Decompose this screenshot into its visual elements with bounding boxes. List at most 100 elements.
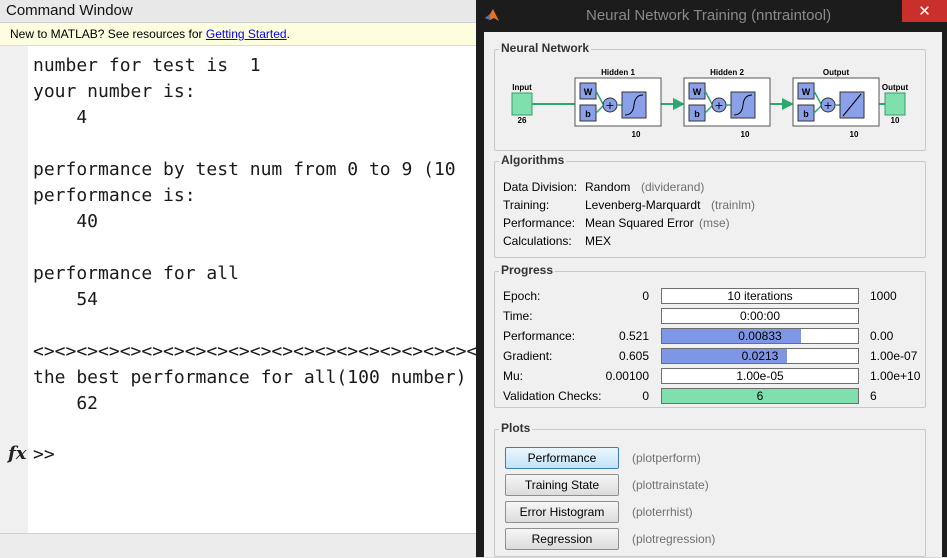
layer-size: 10: [741, 130, 750, 139]
nntraintool-titlebar: Neural Network Training (nntraintool) ✕: [476, 0, 947, 32]
output-line: 4: [33, 107, 88, 128]
output-label: Output: [882, 83, 909, 92]
output-line: performance by test num from 0 to 9 (10: [33, 159, 456, 180]
progress-bar: 1.00e-05: [661, 368, 859, 384]
banner-period: .: [286, 27, 290, 41]
svg-text:+: +: [714, 99, 723, 112]
output-line: number for test is 1: [33, 55, 261, 76]
layer-size: 10: [850, 130, 859, 139]
layer-title: Output: [823, 68, 850, 77]
algo-label: Training:: [503, 198, 550, 212]
section-title: Algorithms: [499, 153, 567, 167]
progress-current-value: 0.0213: [741, 349, 779, 363]
algo-value: Random: [585, 180, 631, 194]
algo-value: Mean Squared Error: [585, 216, 694, 230]
layer-title: Hidden 1: [601, 68, 635, 77]
function-browser-icon[interactable]: fx: [8, 443, 27, 464]
plot-function: (plottrainstate): [632, 478, 709, 492]
weight-label: W: [693, 87, 702, 97]
progress-bar: 10 iterations: [661, 288, 859, 304]
algo-function: (dividerand): [641, 180, 705, 194]
progress-current-value: 6: [756, 389, 764, 403]
close-button[interactable]: ✕: [902, 0, 947, 22]
progress-start-value: 0: [642, 389, 649, 403]
algo-label: Calculations:: [503, 234, 572, 248]
hidden-layer-1: Hidden 1 W b + 10: [574, 68, 662, 139]
svg-text:+: +: [823, 99, 832, 112]
neural-network-section: Neural Network Input 26 Hidden 1: [494, 41, 926, 151]
command-window: Command Window New to MATLAB? See resour…: [0, 0, 476, 558]
command-window-titlebar: Command Window: [0, 0, 476, 23]
progress-label: Epoch:: [503, 289, 541, 303]
algorithms-section: Algorithms Data Division: Random (divide…: [494, 153, 926, 258]
section-title: Plots: [499, 421, 533, 435]
progress-current-value: 0:00:00: [739, 309, 781, 323]
progress-bar: 0.0213: [661, 348, 859, 364]
command-output[interactable]: number for test is 1 your number is: 4 p…: [28, 46, 476, 533]
algo-label: Data Division:: [503, 180, 578, 194]
output-line: 54: [33, 289, 99, 310]
algo-label: Performance:: [503, 216, 576, 230]
progress-label: Performance:: [503, 329, 576, 343]
svg-text:+: +: [605, 99, 614, 112]
output-box: [884, 92, 906, 116]
matlab-logo-icon: [485, 9, 499, 21]
layer-size: 10: [632, 130, 641, 139]
output-layer: Output W b + 10: [792, 68, 880, 139]
progress-bar: 6: [661, 388, 859, 404]
progress-bar-fill: [662, 389, 858, 403]
output-line: <><><><><><><><><><><><><><><><><><><><>…: [33, 341, 476, 362]
progress-end-value: 0.00: [870, 329, 894, 343]
command-prompt[interactable]: >>: [33, 444, 55, 465]
progress-bar: 0:00:00: [661, 308, 859, 324]
plot-function: (plotperform): [632, 451, 701, 465]
progress-start-value: 0.00100: [605, 369, 649, 383]
bias-label: b: [585, 109, 591, 119]
section-title: Progress: [499, 263, 556, 277]
algo-value: Levenberg-Marquardt: [585, 198, 701, 212]
plot-function: (ploterrhist): [632, 505, 693, 519]
progress-start-value: 0.605: [618, 349, 649, 363]
plot-performance-button[interactable]: Performance: [505, 447, 619, 469]
algo-function: (mse): [699, 216, 730, 230]
section-title: Neural Network: [499, 41, 592, 55]
progress-current-value: 10 iterations: [727, 289, 793, 303]
output-line: 62: [33, 393, 99, 414]
progress-end-value: 1000: [870, 289, 897, 303]
algo-function: (trainlm): [711, 198, 755, 212]
getting-started-link[interactable]: Getting Started: [205, 27, 287, 41]
command-window-title: Command Window: [6, 2, 133, 19]
bias-label: b: [694, 109, 700, 119]
getting-started-banner: New to MATLAB? See resources for Getting…: [0, 23, 476, 46]
progress-start-value: 0: [642, 289, 649, 303]
output-line: performance for all: [33, 263, 239, 284]
output-line: your number is:: [33, 81, 196, 102]
plot-function: (plotregression): [632, 532, 716, 546]
progress-label: Mu:: [503, 369, 524, 383]
progress-bar-fill: [662, 349, 787, 363]
nntraintool-client: Neural Network Input 26 Hidden 1: [484, 32, 942, 557]
plots-section: Plots Performance (plotperform) Training…: [494, 421, 926, 557]
progress-label: Gradient:: [503, 349, 553, 363]
progress-label: Time:: [503, 309, 533, 323]
progress-start-value: 0.521: [618, 329, 649, 343]
algo-value: MEX: [585, 234, 612, 248]
output-line: 40: [33, 211, 99, 232]
plot-training-state-button[interactable]: Training State: [505, 474, 619, 496]
output-line: the best performance for all(100 number): [33, 367, 467, 388]
progress-bar: 0.00833: [661, 328, 859, 344]
progress-end-value: 1.00e+10: [870, 369, 921, 383]
banner-text: New to MATLAB? See resources for: [10, 27, 206, 41]
hidden-layer-2: Hidden 2 W b + 10: [683, 68, 771, 139]
network-diagram: Input 26 Hidden 1 W b: [511, 68, 909, 139]
progress-bar-fill: [662, 329, 801, 343]
nntraintool-window: Neural Network Training (nntraintool) ✕ …: [476, 0, 947, 557]
output-line: performance is:: [33, 185, 196, 206]
plot-error-histogram-button[interactable]: Error Histogram: [505, 501, 619, 523]
input-label: Input: [512, 83, 532, 92]
layer-title: Hidden 2: [710, 68, 744, 77]
command-window-statusbar: [0, 533, 476, 558]
plot-regression-button[interactable]: Regression: [505, 528, 619, 550]
nntraintool-title: Neural Network Training (nntraintool): [586, 7, 832, 24]
